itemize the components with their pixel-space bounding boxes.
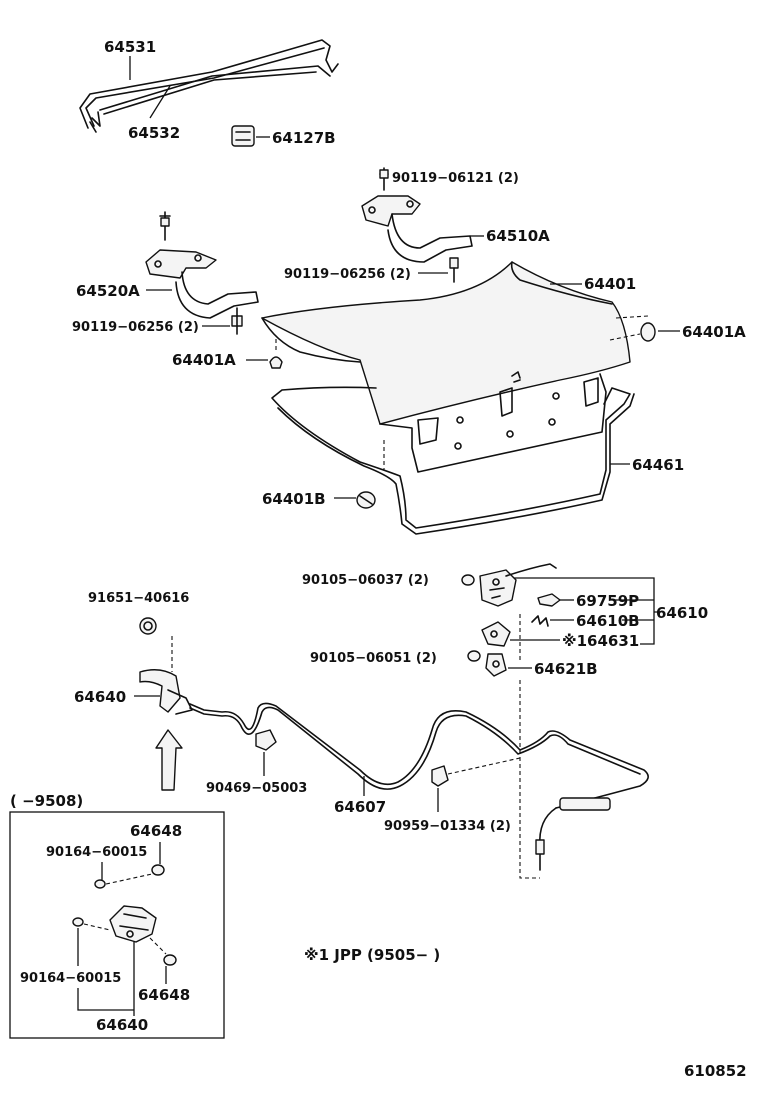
- label-64610: 64610: [656, 604, 708, 622]
- label-inset-64648-bottom: 64648: [138, 986, 190, 1004]
- striker-64621b: [485, 653, 507, 677]
- label-inset-90164-top: 90164−60015: [46, 845, 147, 860]
- label-90469-05003: 90469−05003: [206, 781, 307, 796]
- cap-91651-40616: [139, 617, 157, 635]
- lock-assembly-64610: [479, 563, 557, 607]
- label-inset-64640: 64640: [96, 1016, 148, 1034]
- bolt-90105-06037: [461, 574, 475, 586]
- label-90105-06037: 90105−06037 (2): [302, 573, 429, 588]
- bolt-90105-06051: [467, 650, 481, 662]
- label-90119-06121: 90119−06121 (2): [392, 171, 519, 186]
- label-69759p: 69759P: [576, 592, 639, 610]
- label-90119-06256-right: 90119−06256 (2): [284, 267, 411, 282]
- release-lever-64640: [139, 669, 193, 715]
- label-64621b: 64621B: [534, 660, 598, 678]
- bolt-90119-06256-right: [449, 257, 459, 283]
- label-64510a: 64510A: [486, 227, 550, 245]
- label-64532: 64532: [128, 124, 180, 142]
- inset-lever-64640: [109, 905, 157, 943]
- label-90959-01334: 90959−01334 (2): [384, 819, 511, 834]
- label-inset-90164-bottom: 90164−60015: [20, 971, 121, 986]
- label-64631: ※164631: [562, 632, 639, 650]
- note-jpp: ※1 JPP (9505− ): [304, 946, 440, 964]
- inset-screw-top: [94, 879, 106, 889]
- bolt-90119-06121: [379, 167, 389, 191]
- inset-nut-top: [151, 864, 165, 876]
- label-inset-range: ( −9508): [10, 792, 83, 810]
- label-64401b: 64401B: [262, 490, 326, 508]
- label-64640: 64640: [74, 688, 126, 706]
- hinge-right-64510a: [361, 195, 473, 263]
- label-64401a-right: 64401A: [682, 323, 746, 341]
- trunk-lid-64401: [261, 261, 631, 473]
- weatherstrip-64461: [271, 386, 635, 535]
- label-inset-64648-top: 64648: [130, 822, 182, 840]
- clip-64127b: [231, 125, 255, 147]
- inset-screw-left: [72, 917, 84, 927]
- cushion-64401a-left: [269, 356, 283, 369]
- clamp-90959-01334: [431, 765, 449, 787]
- label-64461: 64461: [632, 456, 684, 474]
- label-90119-06256-left: 90119−06256 (2): [72, 320, 199, 335]
- hinge-left-64520a: [145, 211, 259, 319]
- cable-64607: [189, 702, 649, 871]
- arrow-up-icon: [155, 729, 183, 791]
- bolt-90119-06256-left: [231, 307, 243, 335]
- cushion-64401a-right: [640, 322, 656, 342]
- lock-64631: [481, 621, 511, 647]
- spring-64610b: [531, 615, 549, 627]
- label-64531: 64531: [104, 38, 156, 56]
- support-rod-assembly: [79, 39, 339, 133]
- label-64520a: 64520A: [76, 282, 140, 300]
- cushion-64401b: [356, 491, 376, 509]
- inset-frame: [9, 811, 225, 1039]
- label-64607: 64607: [334, 798, 386, 816]
- inset-nut-bottom: [163, 954, 177, 966]
- diagram-id: 610852: [684, 1062, 747, 1080]
- label-91651-40616: 91651−40616: [88, 591, 189, 606]
- cylinder-69759p: [537, 593, 561, 607]
- clamp-90469-05003: [255, 729, 277, 751]
- label-64127b: 64127B: [272, 129, 336, 147]
- label-64401: 64401: [584, 275, 636, 293]
- label-64401a-left: 64401A: [172, 351, 236, 369]
- label-90105-06051: 90105−06051 (2): [310, 651, 437, 666]
- label-64610b: 64610B: [576, 612, 640, 630]
